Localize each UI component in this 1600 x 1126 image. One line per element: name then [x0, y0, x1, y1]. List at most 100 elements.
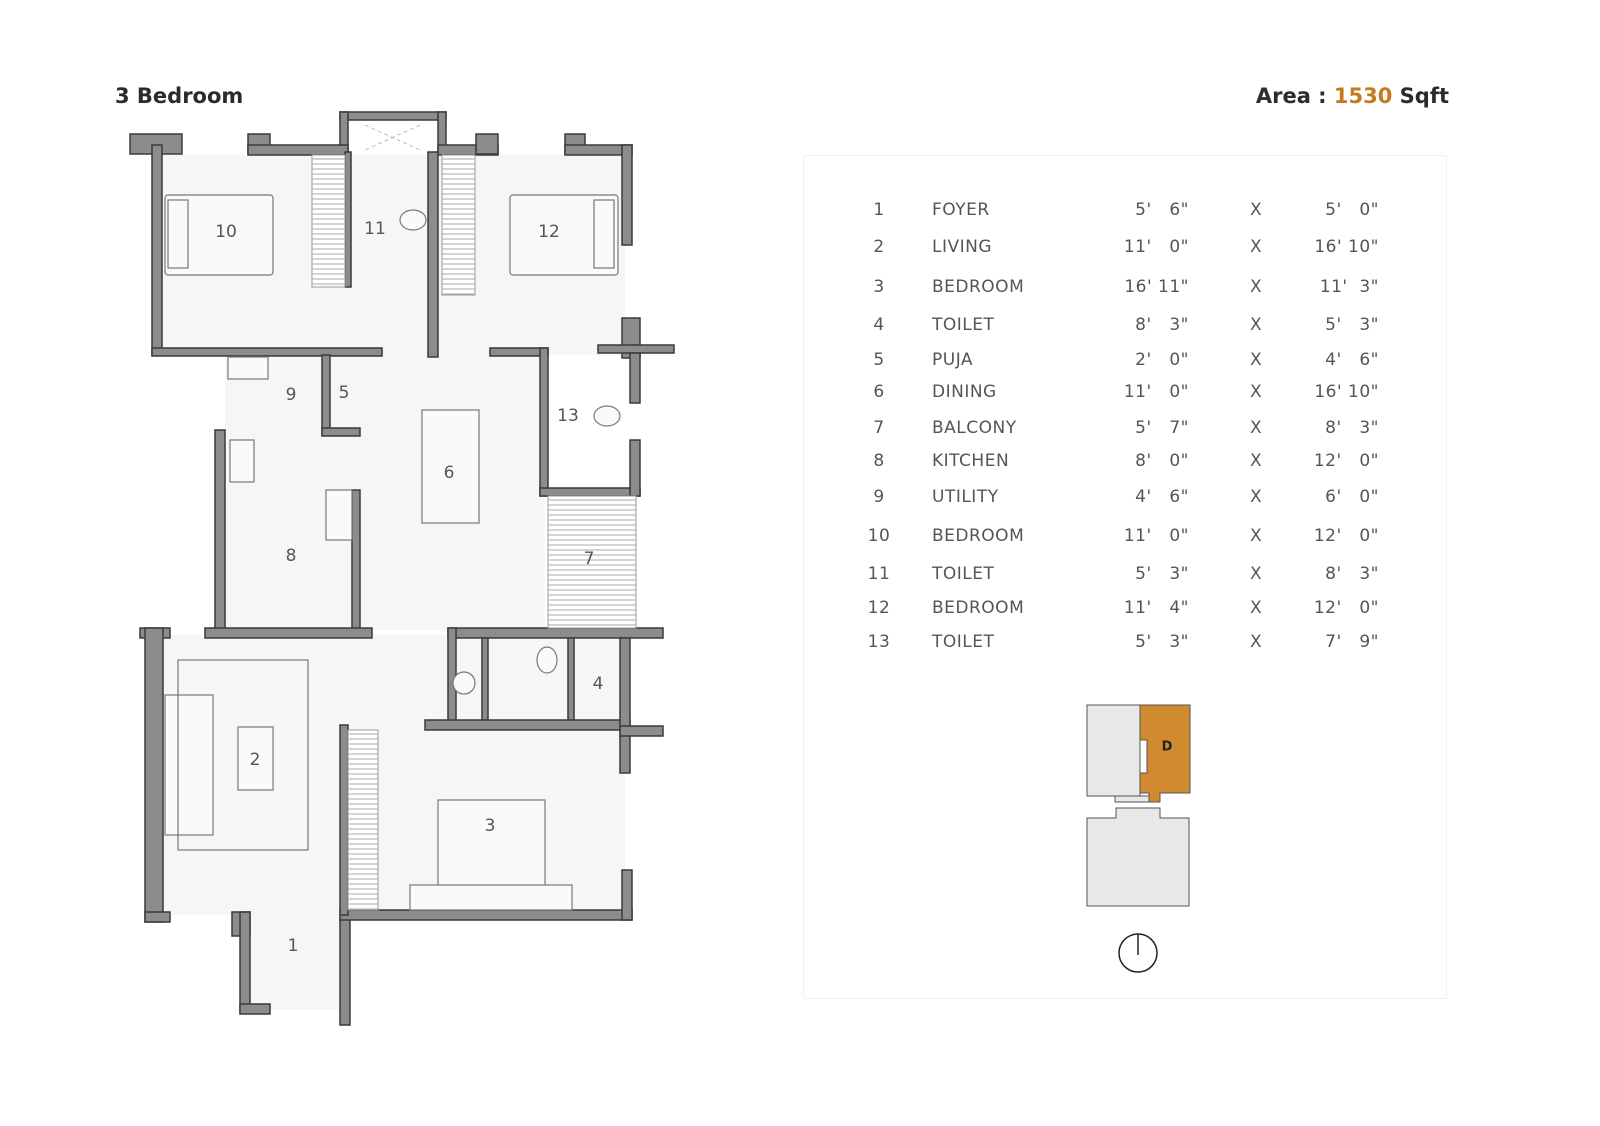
room-schedule-row: 5 PUJA 2' 0" X 4' 6"	[804, 350, 1446, 374]
room-label-2: 2	[250, 750, 261, 770]
room-label-7: 7	[584, 549, 595, 569]
room-label-1: 1	[288, 936, 299, 956]
room-width: 5' 3"	[1135, 632, 1189, 652]
room-width: 8' 3"	[1135, 315, 1189, 335]
room-label-5: 5	[339, 383, 350, 403]
room-number: 9	[873, 487, 885, 507]
area-value: 1530	[1333, 84, 1393, 108]
room-number: 1	[873, 200, 885, 220]
room-schedule-row: 2 LIVING 11' 0" X 16' 10"	[804, 237, 1446, 261]
room-length: 5' 3"	[1325, 315, 1379, 335]
dimension-separator: X	[1250, 564, 1263, 584]
room-number: 6	[873, 382, 885, 402]
room-label-11: 11	[364, 219, 386, 239]
room-width: 11' 0"	[1123, 237, 1189, 257]
room-label-8: 8	[286, 546, 297, 566]
room-name: PUJA	[932, 350, 974, 370]
room-length: 7' 9"	[1325, 632, 1379, 652]
room-name: KITCHEN	[932, 451, 1010, 471]
dimension-separator: X	[1250, 350, 1263, 370]
room-schedule-row: 7 BALCONY 5' 7" X 8' 3"	[804, 418, 1446, 442]
room-length: 4' 6"	[1325, 350, 1379, 370]
area-label: Area :	[1255, 84, 1327, 108]
dimension-separator: X	[1250, 277, 1263, 297]
room-label-10: 10	[215, 222, 237, 242]
dimension-separator: X	[1250, 418, 1263, 438]
room-number: 10	[867, 526, 891, 546]
dimension-separator: X	[1250, 315, 1263, 335]
room-label-12: 12	[538, 222, 560, 242]
room-length: 12' 0"	[1313, 598, 1379, 618]
room-schedule-row: 11 TOILET 5' 3" X 8' 3"	[804, 564, 1446, 588]
room-width: 2' 0"	[1135, 350, 1189, 370]
dimension-separator: X	[1250, 526, 1263, 546]
room-length: 12' 0"	[1313, 526, 1379, 546]
area-readout: Area : 1530 Sqft	[1256, 84, 1449, 108]
room-labels: 1 2 3 4 5 6 7 8 9 10 11 12 13	[215, 219, 603, 956]
room-number: 11	[867, 564, 891, 584]
room-number: 12	[867, 598, 891, 618]
room-name: TOILET	[932, 564, 995, 584]
room-label-4: 4	[593, 674, 604, 694]
room-number: 13	[867, 632, 891, 652]
dimension-separator: X	[1250, 200, 1263, 220]
room-name: UTILITY	[932, 487, 999, 507]
room-width: 5' 7"	[1135, 418, 1189, 438]
room-name: LIVING	[932, 237, 993, 257]
room-length: 16' 10"	[1314, 237, 1379, 257]
room-name: BALCONY	[932, 418, 1017, 438]
room-label-9: 9	[286, 385, 297, 405]
room-length: 16' 10"	[1314, 382, 1379, 402]
room-number: 2	[873, 237, 885, 257]
room-length: 6' 0"	[1325, 487, 1379, 507]
room-schedule-row: 9 UTILITY 4' 6" X 6' 0"	[804, 487, 1446, 511]
room-name: FOYER	[932, 200, 990, 220]
plan-title: 3 Bedroom	[115, 84, 244, 108]
dimension-separator: X	[1250, 598, 1263, 618]
room-name: BEDROOM	[932, 526, 1025, 546]
room-schedule-row: 1 FOYER 5' 6" X 5' 0"	[804, 200, 1446, 224]
room-width: 16' 11"	[1124, 277, 1189, 297]
room-label-3: 3	[485, 816, 496, 836]
room-name: DINING	[932, 382, 997, 402]
room-label-6: 6	[444, 463, 455, 483]
room-schedule-row: 13 TOILET 5' 3" X 7' 9"	[804, 632, 1446, 656]
dimension-separator: X	[1250, 632, 1263, 652]
room-label-13: 13	[557, 406, 579, 426]
walls	[129, 133, 675, 1026]
room-width: 5' 6"	[1135, 200, 1189, 220]
dimension-separator: X	[1250, 451, 1263, 471]
area-unit: Sqft	[1399, 84, 1449, 108]
room-number: 5	[873, 350, 885, 370]
room-length: 12' 0"	[1313, 451, 1379, 471]
dimension-separator: X	[1250, 237, 1263, 257]
room-number: 4	[873, 315, 885, 335]
furniture	[164, 194, 621, 911]
room-name: TOILET	[932, 632, 995, 652]
room-length: 8' 3"	[1325, 418, 1379, 438]
room-name: TOILET	[932, 315, 995, 335]
room-schedule-row: 10 BEDROOM 11' 0" X 12' 0"	[804, 526, 1446, 550]
room-name: BEDROOM	[932, 598, 1025, 618]
room-length: 11' 3"	[1319, 277, 1379, 297]
room-schedule-row: 3 BEDROOM 16' 11" X 11' 3"	[804, 277, 1446, 301]
room-length: 5' 0"	[1325, 200, 1379, 220]
room-width: 4' 6"	[1135, 487, 1189, 507]
room-width: 11' 0"	[1123, 382, 1189, 402]
dimension-separator: X	[1250, 382, 1263, 402]
room-name: BEDROOM	[932, 277, 1025, 297]
room-schedule-row: 12 BEDROOM 11' 4" X 12' 0"	[804, 598, 1446, 622]
dimension-separator: X	[1250, 487, 1263, 507]
room-width: 8' 0"	[1135, 451, 1189, 471]
room-number: 8	[873, 451, 885, 471]
room-width: 11' 0"	[1123, 526, 1189, 546]
room-schedule-row: 6 DINING 11' 0" X 16' 10"	[804, 382, 1446, 406]
room-schedule-row: 4 TOILET 8' 3" X 5' 3"	[804, 315, 1446, 339]
room-number: 7	[873, 418, 885, 438]
room-width: 5' 3"	[1135, 564, 1189, 584]
room-schedule-row: 8 KITCHEN 8' 0" X 12' 0"	[804, 451, 1446, 475]
room-number: 3	[873, 277, 885, 297]
room-length: 8' 3"	[1325, 564, 1379, 584]
room-width: 11' 4"	[1123, 598, 1189, 618]
